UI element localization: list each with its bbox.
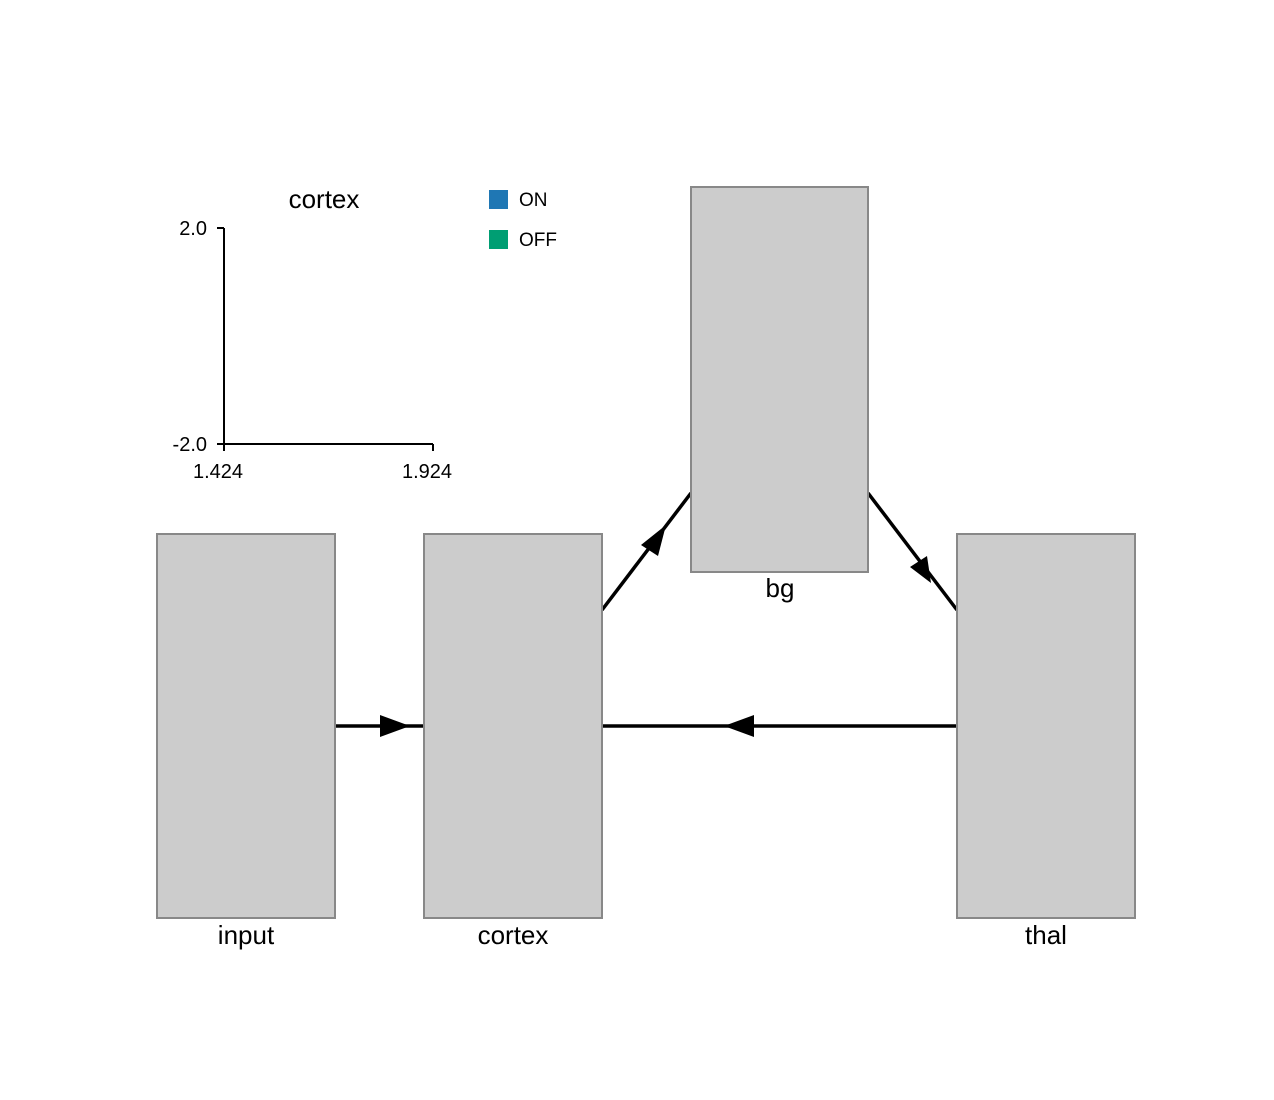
- legend-swatch-off: [489, 230, 508, 249]
- node-bg-box[interactable]: [690, 186, 869, 573]
- legend-label-off: OFF: [519, 230, 557, 251]
- x-tick-label-right: 1.924: [402, 461, 452, 483]
- node-thal-label: thal: [1025, 920, 1067, 950]
- x-tick-label-left: 1.424: [193, 461, 243, 483]
- node-bg[interactable]: bg: [690, 186, 869, 603]
- arrow-cortex-bg: [641, 525, 666, 556]
- edges: [336, 491, 959, 737]
- arrow-input-cortex: [380, 715, 410, 737]
- cortex-plot: cortex 2.0 -2.0 1.424 1.924 ON OFF: [173, 184, 557, 483]
- legend: ON OFF: [489, 190, 557, 251]
- y-tick-label-top: 2.0: [179, 218, 207, 240]
- node-bg-label: bg: [766, 573, 795, 603]
- plot-title: cortex: [289, 184, 360, 214]
- legend-swatch-on: [489, 190, 508, 209]
- edge-cortex-bg: [600, 491, 693, 612]
- node-input-box[interactable]: [156, 533, 336, 919]
- node-input[interactable]: input: [156, 533, 336, 950]
- node-thal-box[interactable]: [956, 533, 1136, 919]
- y-tick-label-bottom: -2.0: [173, 434, 207, 456]
- node-cortex-box[interactable]: [423, 533, 603, 919]
- arrow-thal-cortex: [724, 715, 754, 737]
- legend-label-on: ON: [519, 190, 548, 211]
- node-thal[interactable]: thal: [956, 533, 1136, 950]
- edge-bg-thal: [866, 491, 959, 612]
- arrow-bg-thal: [910, 556, 931, 583]
- node-cortex[interactable]: cortex: [423, 533, 603, 950]
- node-cortex-label: cortex: [478, 920, 549, 950]
- node-input-label: input: [218, 920, 275, 950]
